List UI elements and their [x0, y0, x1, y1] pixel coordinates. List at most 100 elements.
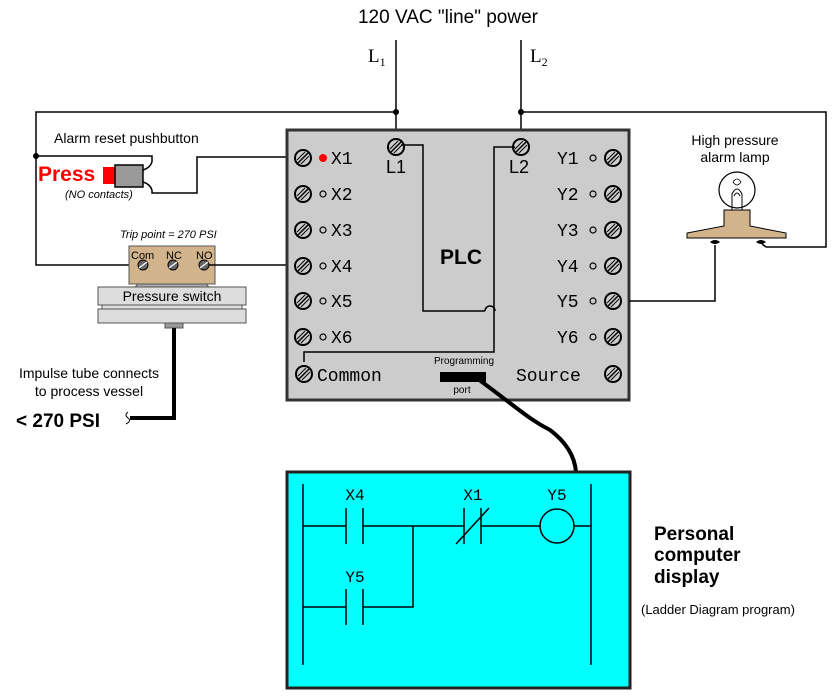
- screw-icon: [198, 259, 210, 271]
- computer-screen: [285, 470, 632, 690]
- terminal-x4[interactable]: [294, 257, 312, 275]
- contacts-note: (NO contacts): [65, 189, 133, 201]
- terminal-x6[interactable]: [294, 328, 312, 346]
- l2-bus-wire: [521, 111, 827, 248]
- screw-icon: [137, 259, 149, 271]
- pressure-switch-label: Pressure switch: [123, 288, 222, 304]
- pushbutton-feed-wire: [36, 155, 153, 162]
- l1-bus-wire: [35, 111, 396, 266]
- pushbutton-label: Alarm reset pushbutton: [54, 130, 199, 146]
- led-y2: [589, 190, 597, 198]
- led-x5: [319, 297, 327, 305]
- ladder-label-y5-contact: Y5: [345, 569, 364, 587]
- output-label-y5: Y5: [557, 293, 579, 313]
- led-x1: [319, 154, 327, 162]
- l2-internal-wire: [303, 146, 515, 362]
- terminal-y2[interactable]: [604, 185, 622, 203]
- terminal-label-com: Com: [131, 250, 154, 262]
- terminal-x1[interactable]: [294, 149, 312, 167]
- source-label: Source: [516, 367, 581, 387]
- port-label-bottom: port: [453, 385, 470, 396]
- terminal-source[interactable]: [604, 365, 622, 383]
- plc-body: [285, 128, 631, 402]
- pushbutton-to-x1-wire: [151, 156, 300, 194]
- lamp-terminal-right: [756, 240, 766, 244]
- output-label-y4: Y4: [557, 258, 579, 278]
- input-label-x5: X5: [331, 293, 353, 313]
- terminal-y1[interactable]: [604, 149, 622, 167]
- led-y3: [589, 226, 597, 234]
- computer-subtitle: (Ladder Diagram program): [641, 602, 795, 617]
- computer-title-line2: computer: [654, 545, 741, 566]
- l2-label: L2: [530, 46, 548, 69]
- led-y4: [589, 262, 597, 270]
- led-x3: [319, 226, 327, 234]
- pushbutton-actuator[interactable]: [103, 167, 115, 184]
- terminal-x2[interactable]: [294, 185, 312, 203]
- terminal-l2[interactable]: [512, 138, 530, 156]
- led-y6: [589, 333, 597, 341]
- terminal-common[interactable]: [295, 365, 313, 383]
- terminal-y5[interactable]: [604, 292, 622, 310]
- output-label-y6: Y6: [557, 329, 579, 349]
- ladder-label-x1: X1: [463, 487, 482, 505]
- led-y1: [589, 154, 597, 162]
- lamp-label-line1: High pressure: [691, 132, 778, 148]
- contact-x1-nc-slash: [455, 507, 490, 545]
- plc-l1-label: L1: [386, 157, 406, 177]
- terminal-y3[interactable]: [604, 221, 622, 239]
- lamp-to-y5-wire: [629, 245, 716, 302]
- terminal-y4[interactable]: [604, 257, 622, 275]
- terminal-label-no: NO: [196, 250, 213, 262]
- ladder-diagram: X4 X1 Y5 Y5: [302, 484, 592, 665]
- led-x6: [319, 333, 327, 341]
- programming-port[interactable]: [440, 372, 486, 382]
- pushbutton-contact-bottom: [142, 181, 153, 191]
- terminal-x5[interactable]: [294, 292, 312, 310]
- lamp-label-line2: alarm lamp: [700, 149, 769, 165]
- lamp-base: [686, 209, 787, 239]
- tube-break-icon: [125, 411, 131, 425]
- pushbutton-body[interactable]: [114, 164, 144, 188]
- terminal-l1[interactable]: [387, 138, 405, 156]
- press-label: Press: [38, 163, 95, 186]
- pushbutton-contact-top: [142, 161, 153, 171]
- terminal-y6[interactable]: [604, 328, 622, 346]
- power-title: 120 VAC "line" power: [358, 7, 539, 28]
- led-x4: [319, 262, 327, 270]
- impulse-label-line1: Impulse tube connects: [19, 365, 159, 381]
- impulse-label-line2: to process vessel: [35, 383, 143, 399]
- input-label-x2: X2: [331, 186, 353, 206]
- pressure-switch-base: [97, 308, 247, 324]
- common-label: Common: [317, 367, 382, 387]
- pressure-switch-port: [164, 322, 184, 329]
- terminal-x3[interactable]: [294, 221, 312, 239]
- programming-cable: [476, 377, 578, 473]
- input-label-x6: X6: [331, 329, 353, 349]
- impulse-tube: [130, 328, 176, 420]
- pressure-switch-gap: [101, 304, 243, 310]
- output-label-y1: Y1: [557, 150, 579, 170]
- ladder-label-y5-coil: Y5: [547, 487, 566, 505]
- terminal-label-nc: NC: [166, 250, 182, 262]
- led-x2: [319, 190, 327, 198]
- output-label-y3: Y3: [557, 222, 579, 242]
- lamp-terminal-left: [710, 240, 720, 244]
- plc-l2-label: L2: [509, 157, 529, 177]
- l1-internal-wire: [401, 144, 485, 312]
- computer-title-line3: display: [654, 567, 720, 588]
- computer-title-line1: Personal: [654, 524, 734, 545]
- branch-wire: [363, 526, 414, 608]
- lamp-to-l2-wire: [761, 243, 767, 248]
- plc-label: PLC: [440, 246, 482, 269]
- input-label-x1: X1: [331, 150, 353, 170]
- screw-icon: [167, 259, 179, 271]
- input-label-x4: X4: [331, 258, 353, 278]
- port-label-top: Programming: [434, 356, 494, 367]
- process-pressure: < 270 PSI: [16, 411, 100, 432]
- led-y5: [589, 297, 597, 305]
- l1-label: L1: [368, 46, 386, 69]
- lamp-bulb-icon: [718, 171, 756, 211]
- ladder-label-x4: X4: [345, 487, 364, 505]
